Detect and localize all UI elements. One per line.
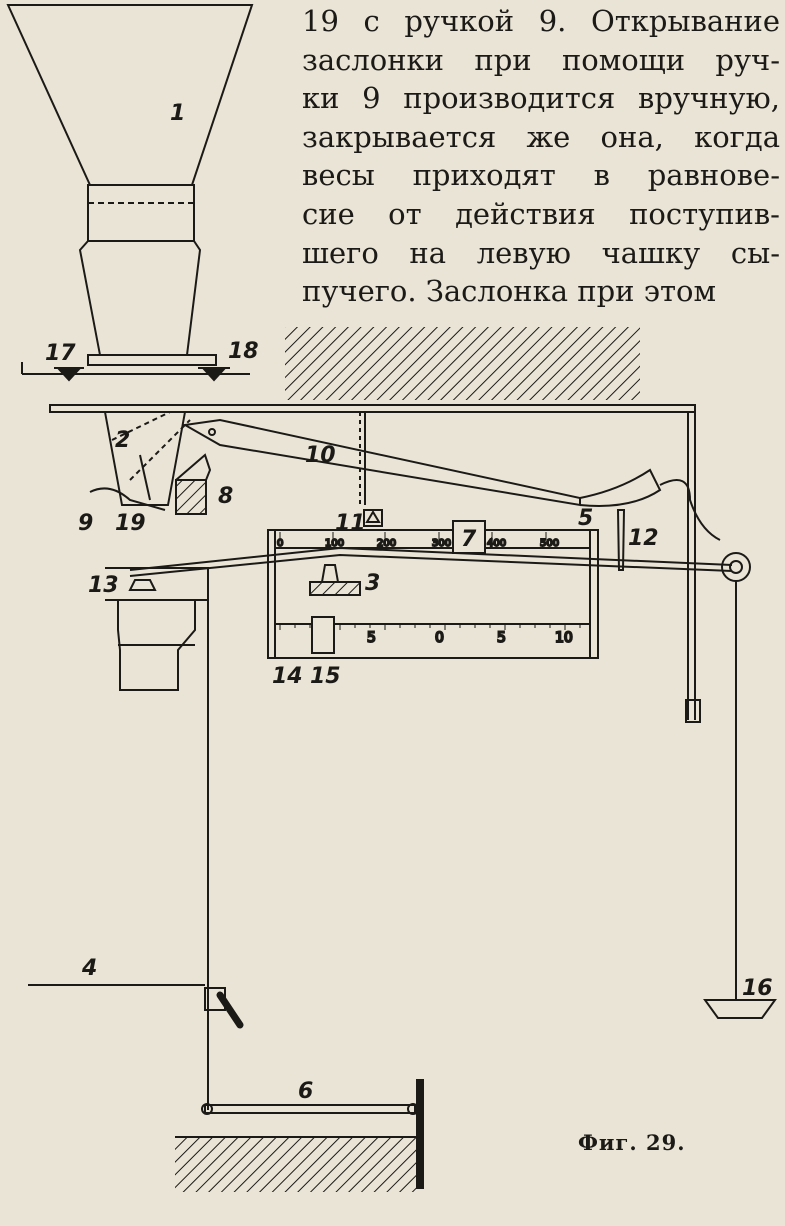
text-line: весы приходят в равнове- bbox=[302, 158, 780, 193]
part-label: 4 bbox=[81, 956, 97, 981]
part-label: 9 bbox=[78, 511, 93, 536]
scale-box bbox=[267, 520, 599, 659]
scale-tick-label: 0 bbox=[435, 630, 444, 646]
fixed-support bbox=[285, 327, 640, 400]
hopper bbox=[6, 4, 254, 366]
part-label: 2 bbox=[115, 428, 130, 453]
part-label: 6 bbox=[298, 1079, 313, 1104]
part-label: 17 bbox=[45, 341, 76, 366]
scale-tick-label: 5 bbox=[497, 630, 506, 646]
figure-caption: Фиг. 29. bbox=[578, 1130, 686, 1155]
indicator-needle bbox=[616, 509, 626, 571]
scale-tick-label: 300 bbox=[432, 538, 451, 549]
lever bbox=[181, 418, 721, 541]
text-line: шего на левую чашку сы- bbox=[302, 235, 780, 270]
part-label: 14 bbox=[272, 664, 303, 689]
chute bbox=[89, 411, 191, 511]
part-label: 12 bbox=[628, 526, 659, 551]
scale-tick-label: 200 bbox=[377, 538, 396, 549]
balance-beam bbox=[129, 546, 751, 1000]
weight-pan bbox=[703, 999, 777, 1019]
part-label: 1 bbox=[170, 101, 185, 126]
part-label: 15 bbox=[310, 664, 341, 689]
scale-tick-label: 10 bbox=[555, 630, 573, 646]
scale-tick-label: 500 bbox=[540, 538, 559, 549]
scale-tick-label: 100 bbox=[325, 538, 344, 549]
text-line: сие от действия поступив- bbox=[302, 196, 780, 231]
text-line: ки 9 производится вручную, bbox=[302, 81, 780, 116]
text-line: закрывается же она, когда bbox=[302, 119, 780, 154]
pointer-knife bbox=[363, 509, 383, 527]
control-lever bbox=[28, 984, 244, 1029]
text-line: пучего. Заслонка при этом bbox=[302, 274, 717, 309]
shelf bbox=[21, 362, 250, 382]
text-line: 19 с ручкой 9. Открывание bbox=[302, 4, 780, 38]
body-text: 19 с ручкой 9. Открывание заслонки при п… bbox=[302, 2, 780, 311]
part-label: 18 bbox=[228, 339, 259, 364]
part-label: 3 bbox=[365, 571, 380, 596]
part-label: 13 bbox=[88, 573, 119, 598]
part-label: 16 bbox=[742, 976, 773, 1001]
text-line: заслонки при помощи руч- bbox=[302, 42, 780, 77]
part-label: 8 bbox=[218, 484, 233, 509]
part-label: 19 bbox=[115, 511, 146, 536]
scale-tick-label: 5 bbox=[367, 630, 376, 646]
scale-tick-label: 0 bbox=[277, 538, 283, 549]
bottom-lever bbox=[175, 1079, 424, 1192]
part-label: 10 bbox=[305, 443, 336, 468]
part-label: 11 bbox=[335, 511, 366, 536]
part-label: 7 bbox=[461, 527, 477, 552]
part-label: 5 bbox=[578, 506, 593, 531]
receiving-cup bbox=[105, 567, 209, 691]
brush bbox=[175, 453, 212, 515]
scale-tick-label: 400 bbox=[487, 538, 506, 549]
frame bbox=[49, 404, 701, 723]
